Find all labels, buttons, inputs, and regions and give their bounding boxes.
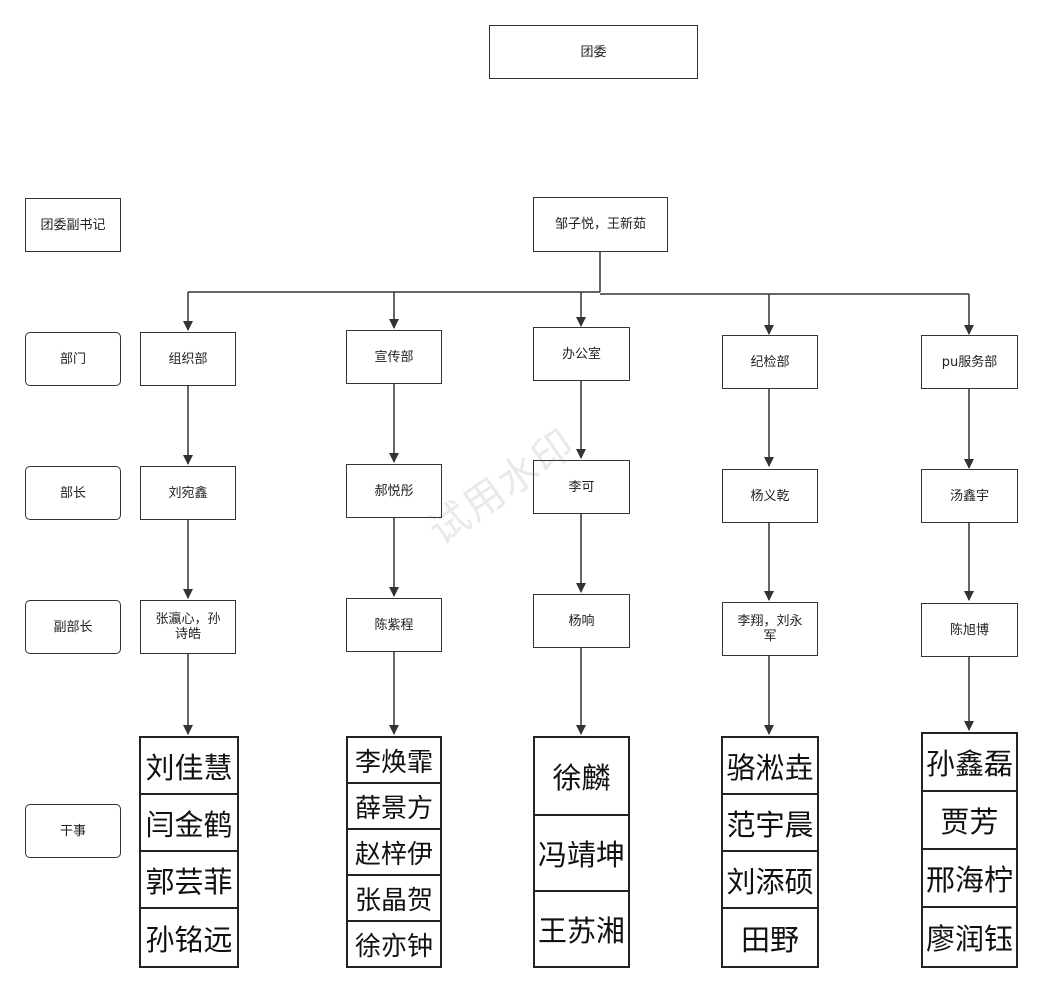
minister-node[interactable]: 郝悦彤 [346, 464, 442, 518]
staff-row: 刘佳慧 [141, 738, 237, 795]
node-top-label: 团委 [580, 44, 607, 60]
node-secretary-label: 邹子悦，王新茹 [554, 217, 646, 232]
node-top[interactable]: 团委 [489, 25, 698, 79]
staff-row: 骆淞垚 [723, 738, 817, 795]
staff-row: 贾芳 [923, 792, 1016, 850]
staff-row: 徐亦钟 [354, 931, 433, 962]
node-secretary[interactable]: 邹子悦，王新茹 [533, 197, 668, 252]
staff-table-0: 刘佳慧 闫金鹤 郭芸菲 孙铭远 [139, 736, 239, 968]
row-label-minister: 部长 [25, 466, 121, 520]
staff-row: 邢海柠 [923, 850, 1016, 908]
row-label-department: 部门 [25, 332, 121, 386]
staff-row: 孙鑫磊 [923, 734, 1016, 792]
vice-minister-node[interactable]: 张瀛心，孙诗皓 [140, 600, 236, 654]
minister-node[interactable]: 汤鑫宇 [921, 469, 1018, 523]
vice-minister-node[interactable]: 陈旭博 [921, 603, 1018, 657]
staff-row: 刘添硕 [723, 852, 817, 909]
staff-row: 张晶贺 [348, 876, 440, 922]
row-label-staff: 干事 [25, 804, 121, 858]
dept-node[interactable]: 办公室 [533, 327, 630, 381]
staff-row: 范宇晨 [723, 795, 817, 852]
staff-row: 田野 [740, 922, 799, 957]
staff-row: 王苏湘 [537, 914, 625, 948]
minister-node[interactable]: 李可 [533, 460, 630, 514]
staff-row: 冯靖坤 [535, 816, 628, 892]
staff-row: 孙铭远 [145, 922, 233, 957]
staff-row: 郭芸菲 [141, 852, 237, 909]
dept-node[interactable]: 纪检部 [722, 335, 818, 389]
staff-table-3: 骆淞垚 范宇晨 刘添硕 田野 [721, 736, 819, 968]
vice-minister-node[interactable]: 陈紫程 [346, 598, 442, 652]
dept-node[interactable]: 宣传部 [346, 330, 442, 384]
dept-node[interactable]: 组织部 [140, 332, 236, 386]
staff-row: 廖润钰 [925, 922, 1013, 956]
minister-node[interactable]: 刘宛鑫 [140, 466, 236, 520]
staff-row: 薛景方 [348, 784, 440, 830]
row-label-deputy-secretary: 团委副书记 [25, 198, 121, 252]
minister-node[interactable]: 杨义乾 [722, 469, 818, 523]
staff-row: 闫金鹤 [141, 795, 237, 852]
vice-minister-node[interactable]: 杨响 [533, 594, 630, 648]
staff-table-4: 孙鑫磊 贾芳 邢海柠 廖润钰 [921, 732, 1018, 968]
staff-table-2: 徐麟 冯靖坤 王苏湘 [533, 736, 630, 968]
vice-minister-node[interactable]: 李翔，刘永军 [722, 602, 818, 656]
dept-node[interactable]: pu服务部 [921, 335, 1018, 389]
row-label-vice-minister: 副部长 [25, 600, 121, 654]
staff-table-1: 李焕霏 薛景方 赵梓伊 张晶贺 徐亦钟 [346, 736, 442, 968]
staff-row: 李焕霏 [348, 738, 440, 784]
staff-row: 徐麟 [535, 738, 628, 816]
staff-row: 赵梓伊 [348, 830, 440, 876]
